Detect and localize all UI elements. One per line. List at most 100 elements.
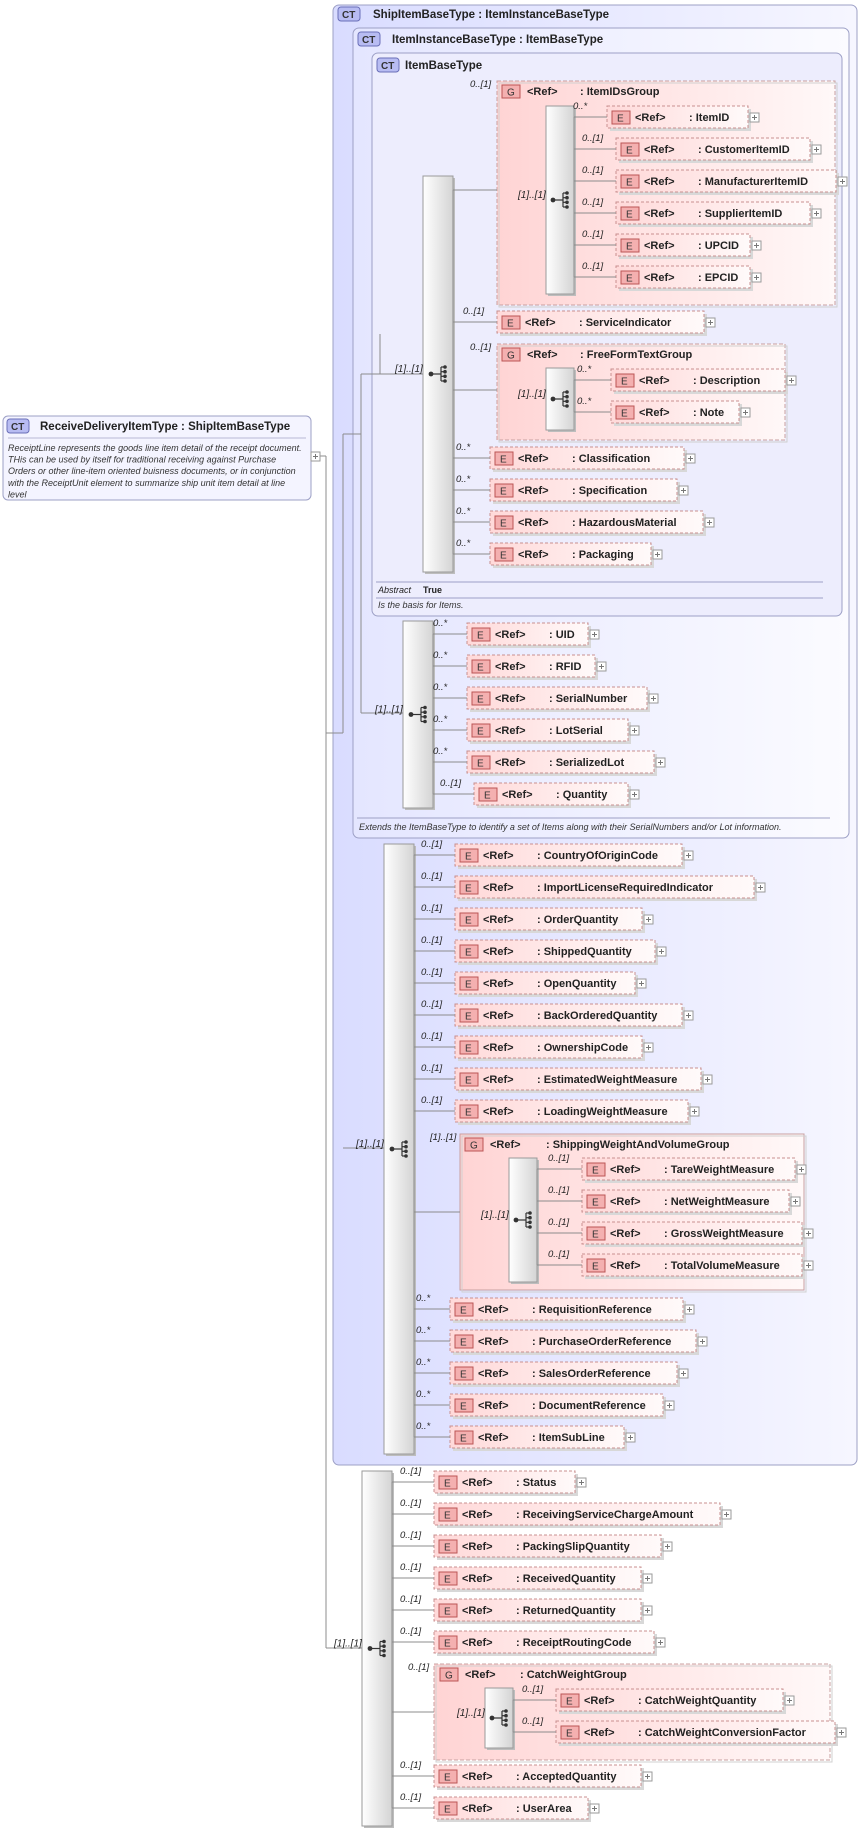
- expand-icon[interactable]: [648, 693, 659, 704]
- ref-label: <Ref>: [518, 453, 549, 465]
- expand-icon[interactable]: [836, 1727, 847, 1738]
- badge-letter: E: [460, 1434, 467, 1445]
- sequence-cardinality: [1]..[1]: [394, 364, 423, 375]
- ref-label: <Ref>: [462, 1637, 493, 1649]
- ref-label: <Ref>: [495, 757, 526, 769]
- seq-icon-dot: [550, 396, 556, 402]
- sequence-cardinality: [1]..[1]: [456, 1708, 485, 1719]
- expand-icon[interactable]: [683, 850, 694, 861]
- seq-icon-dot: [565, 200, 569, 205]
- element-box[interactable]: [610, 400, 740, 424]
- element-icon: E: [586, 1258, 606, 1273]
- expand-icon[interactable]: [642, 1605, 653, 1616]
- expand-icon[interactable]: [589, 629, 600, 640]
- badge-letter: E: [465, 948, 472, 959]
- expand-icon[interactable]: [642, 1771, 653, 1782]
- complex-type-icon: CT: [337, 6, 361, 22]
- element-cardinality: 0..*: [577, 364, 592, 375]
- element-cardinality: 0..[1]: [400, 1498, 421, 1509]
- expand-icon[interactable]: [678, 1368, 689, 1379]
- expand-icon[interactable]: [643, 1042, 654, 1053]
- expand-icon[interactable]: [589, 1803, 600, 1814]
- badge-box: [615, 373, 635, 388]
- expand-icon[interactable]: [755, 882, 766, 893]
- element-cardinality: 0..[1]: [582, 261, 603, 272]
- expand-icon[interactable]: [704, 517, 715, 528]
- expand-icon[interactable]: [678, 485, 689, 496]
- element-box[interactable]: [581, 1157, 796, 1181]
- element-icon: E: [471, 691, 491, 706]
- seq-icon-dot: [528, 1220, 532, 1225]
- expand-icon[interactable]: [721, 1509, 732, 1520]
- expand-icon[interactable]: [310, 451, 321, 462]
- expand-icon[interactable]: [642, 1573, 653, 1584]
- element-name: : GrossWeightMeasure: [664, 1228, 784, 1240]
- expand-icon[interactable]: [643, 914, 654, 925]
- expand-icon[interactable]: [625, 1432, 636, 1443]
- expand-icon[interactable]: [705, 317, 716, 328]
- element-cardinality: 0..*: [456, 538, 471, 549]
- ref-label: <Ref>: [478, 1304, 509, 1316]
- expand-icon[interactable]: [664, 1400, 675, 1411]
- element-box[interactable]: [489, 510, 704, 534]
- expand-icon[interactable]: [784, 1695, 795, 1706]
- ct-badge-box: [357, 31, 381, 47]
- element-name: : CatchWeightQuantity: [638, 1695, 757, 1707]
- element-cardinality: 0..[1]: [582, 229, 603, 240]
- expand-icon[interactable]: [811, 144, 822, 155]
- badge-letter: E: [592, 1198, 599, 1209]
- expand-icon[interactable]: [629, 725, 640, 736]
- expand-icon[interactable]: [751, 240, 762, 251]
- expand-icon[interactable]: [662, 1541, 673, 1552]
- expand-icon[interactable]: [655, 757, 666, 768]
- expand-icon[interactable]: [684, 1304, 695, 1315]
- expand-icon[interactable]: [811, 208, 822, 219]
- expand-icon[interactable]: [702, 1074, 713, 1085]
- expand-icon[interactable]: [796, 1164, 807, 1175]
- expand-icon[interactable]: [636, 978, 647, 989]
- seq-icon-dot: [404, 1154, 408, 1158]
- element-icon: E: [620, 206, 640, 221]
- expand-icon[interactable]: [596, 661, 607, 672]
- element-cardinality: 0..[1]: [463, 306, 484, 317]
- group-cardinality: 0..[1]: [408, 1662, 429, 1673]
- badge-letter: E: [444, 1607, 451, 1618]
- element-cardinality: 0..*: [433, 714, 448, 725]
- element-cardinality: 0..[1]: [400, 1760, 421, 1771]
- expand-icon[interactable]: [803, 1228, 814, 1239]
- expand-icon[interactable]: [629, 789, 640, 800]
- element-box[interactable]: [454, 1099, 689, 1123]
- expand-icon[interactable]: [576, 1477, 587, 1488]
- expand-icon[interactable]: [837, 176, 848, 187]
- expand-icon[interactable]: [786, 375, 797, 386]
- expand-icon[interactable]: [751, 272, 762, 283]
- expand-icon[interactable]: [803, 1260, 814, 1271]
- ref-label: <Ref>: [478, 1400, 509, 1412]
- expand-icon[interactable]: [790, 1196, 801, 1207]
- sequence-cardinality: [1]..[1]: [355, 1139, 384, 1150]
- badge-box: [586, 1226, 606, 1241]
- element-box[interactable]: [449, 1393, 664, 1417]
- expand-icon[interactable]: [697, 1336, 708, 1347]
- expand-icon[interactable]: [655, 1637, 666, 1648]
- element-box[interactable]: [466, 654, 596, 678]
- expand-icon[interactable]: [683, 1010, 694, 1021]
- ref-label: <Ref>: [483, 882, 514, 894]
- expand-icon[interactable]: [685, 453, 696, 464]
- expand-icon[interactable]: [652, 549, 663, 560]
- expand-icon[interactable]: [689, 1106, 700, 1117]
- expand-icon[interactable]: [656, 946, 667, 957]
- element-cardinality: 0..[1]: [582, 197, 603, 208]
- sequence-icon: [428, 365, 447, 383]
- expand-icon[interactable]: [740, 407, 751, 418]
- expand-icon[interactable]: [749, 112, 760, 123]
- ref-label: <Ref>: [483, 1042, 514, 1054]
- badge-box: [454, 1366, 474, 1381]
- element-box[interactable]: [449, 1297, 684, 1321]
- element-box[interactable]: [466, 718, 629, 742]
- group-cardinality: 0..[1]: [470, 79, 491, 90]
- element-cardinality: 0..[1]: [522, 1684, 543, 1695]
- element-cardinality: 0..[1]: [522, 1716, 543, 1727]
- ref-label: <Ref>: [462, 1771, 493, 1783]
- badge-letter: E: [444, 1639, 451, 1650]
